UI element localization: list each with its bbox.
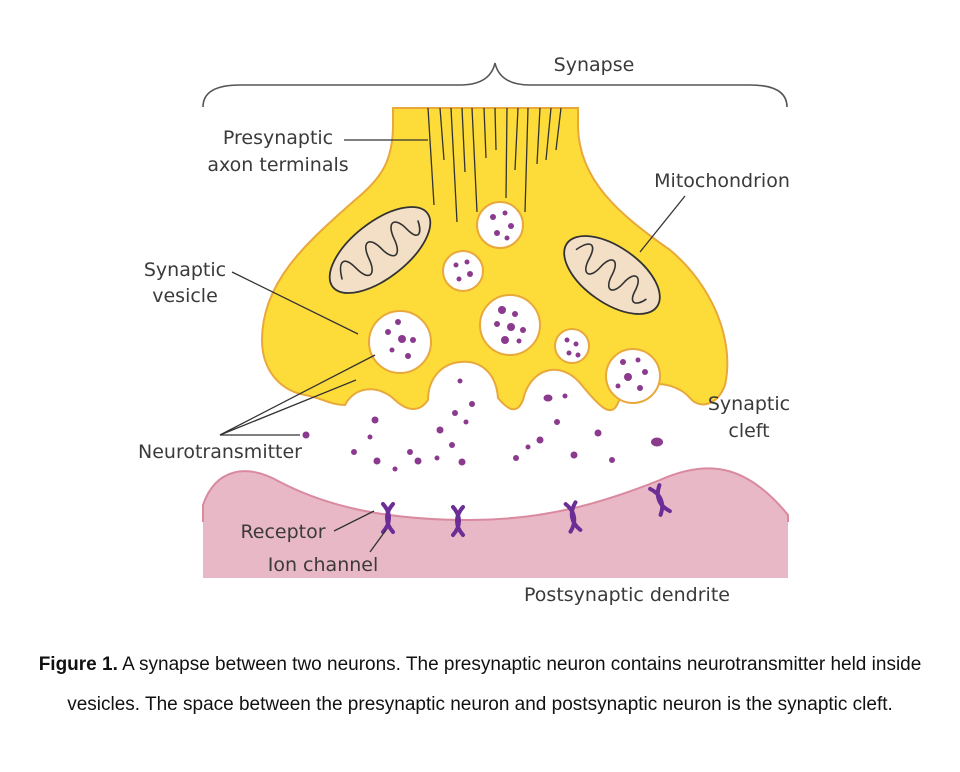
vesicle xyxy=(442,250,484,292)
receptor xyxy=(648,483,672,517)
figure-caption: Figure 1. A synapse between two neurons.… xyxy=(0,645,960,725)
neurotransmitter-label: Neurotransmitter xyxy=(138,441,302,463)
vesicle xyxy=(605,348,661,404)
vesicle-neurotransmitter xyxy=(385,210,648,391)
receptor-label: Receptor xyxy=(240,521,325,543)
caption-text: A synapse between two neurons. The presy… xyxy=(67,654,922,715)
postsynaptic-dendrite-label: Postsynaptic dendrite xyxy=(524,584,730,606)
synaptic-vesicle-label-2: vesicle xyxy=(152,285,218,307)
synaptic-cleft-label-2: cleft xyxy=(728,420,769,442)
synapse-label: Synapse xyxy=(554,54,635,76)
mitochondrion-label: Mitochondrion xyxy=(654,170,790,192)
vesicle xyxy=(476,201,524,249)
leader-lines xyxy=(219,139,686,553)
axon-fibers xyxy=(427,107,562,223)
axon-terminals-label: axon terminals xyxy=(207,154,348,176)
ion-channel-label: Ion channel xyxy=(268,554,379,576)
postsynaptic-dendrite xyxy=(203,468,788,578)
mitochondrion-right xyxy=(563,235,661,315)
figure-number: Figure 1. xyxy=(38,654,118,675)
receptor xyxy=(563,500,583,534)
presynaptic-label: Presynaptic xyxy=(223,127,333,149)
synapse-diagram: Synapse xyxy=(138,54,790,606)
vesicle xyxy=(554,328,590,364)
receptors xyxy=(381,483,672,537)
synapse-brace xyxy=(202,62,788,108)
dendrite-outline xyxy=(202,467,789,522)
cleft-neurotransmitter xyxy=(302,378,663,472)
receptor xyxy=(451,505,465,537)
mitochondrion-left xyxy=(328,206,432,294)
receptor xyxy=(381,502,395,534)
synaptic-cleft-label-1: Synaptic xyxy=(708,393,790,415)
synaptic-vesicle-label-1: Synaptic xyxy=(144,259,226,281)
